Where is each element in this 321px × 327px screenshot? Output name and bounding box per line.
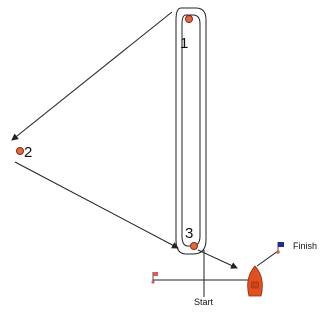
leg-1-to-2 <box>11 11 173 141</box>
start-pin-buoy <box>151 280 155 284</box>
start-line: Start <box>151 272 248 307</box>
start-label: Start <box>194 297 214 307</box>
finish-line: Finish <box>256 241 317 267</box>
mark-1-buoy <box>185 15 193 23</box>
mark-3-buoy <box>190 242 198 250</box>
finish-pin-buoy <box>276 250 280 254</box>
mark-2: 2 <box>16 144 32 161</box>
finish-label: Finish <box>293 241 317 251</box>
mark-1-label: 1 <box>180 35 188 52</box>
finish-line-stroke <box>256 250 279 267</box>
mark-3: 3 <box>185 225 198 250</box>
course-legs <box>11 7 238 297</box>
finish-flag <box>278 242 284 247</box>
mark-1: 1 <box>180 15 193 52</box>
mark-2-buoy <box>16 147 24 155</box>
committee-boat <box>247 265 263 297</box>
mark-2-label: 2 <box>24 144 32 161</box>
boat-hull <box>247 265 263 297</box>
boat-cabin <box>251 281 259 289</box>
start-flag <box>153 272 158 276</box>
windward-leeward-loop-outer <box>175 7 207 255</box>
mark-3-label: 3 <box>185 225 193 242</box>
leg-2-to-3 <box>14 161 179 249</box>
